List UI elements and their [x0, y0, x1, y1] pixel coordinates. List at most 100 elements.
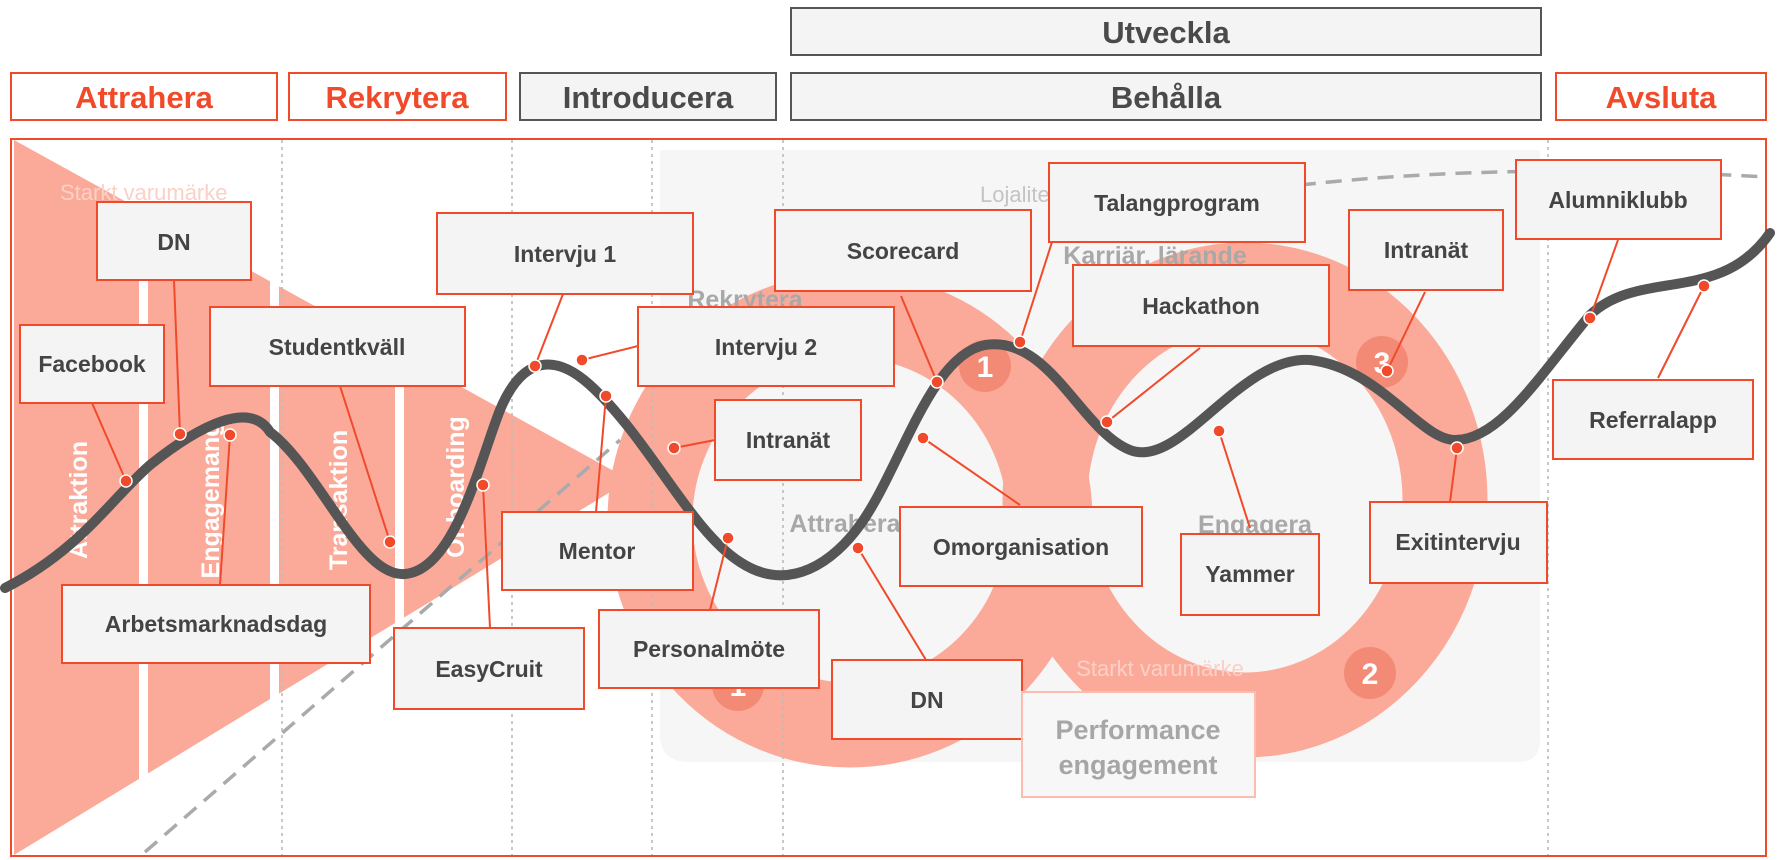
performance-engagement-box: Performance engagement [1021, 691, 1256, 798]
leader-mentor [595, 395, 607, 513]
leader-hackathon [1106, 347, 1201, 423]
performance-line2: engagement [1058, 750, 1217, 780]
dot-intervju2 [575, 353, 589, 367]
dot-omorganisation [916, 431, 930, 445]
dot-studentkvall [383, 535, 397, 549]
performance-line1: Performance [1055, 715, 1220, 745]
touchpoint-mentor: Mentor [501, 511, 694, 591]
phase-utveckla-box [790, 7, 1542, 56]
dot-intervju1 [528, 359, 542, 373]
curve-dots [119, 279, 1711, 555]
leader-talangprogram [1019, 241, 1053, 343]
leader-intranat1 [673, 439, 716, 449]
touchpoint-scorecard: Scorecard [774, 209, 1032, 292]
touchpoint-intervju1-label: Intervju 1 [514, 241, 616, 267]
touchpoint-dn-bottom-label: DN [910, 687, 943, 713]
phase-rekrytera-label: Rekrytera [325, 80, 469, 115]
touchpoint-intranat1-label: Intranät [746, 427, 831, 453]
dot-arbetsmarknadsdag [223, 428, 237, 442]
ring-label-attrahera: Attrahera [789, 510, 901, 538]
phase-avsluta-label: Avsluta [1606, 80, 1718, 115]
touchpoint-studentkvall: Studentkväll [209, 306, 466, 387]
dot-personalmote [721, 531, 735, 545]
funnel-divider-2 [270, 280, 279, 720]
touchpoint-omorganisation-label: Omorganisation [933, 534, 1109, 560]
leader-dn-top [173, 279, 181, 435]
phase-header: Utveckla Attrahera Rekrytera Introducera… [10, 7, 1767, 121]
dot-intranat1 [667, 441, 681, 455]
leader-exitintervju [1449, 447, 1458, 503]
funnel-divider-1 [139, 280, 148, 790]
touchpoint-intervju2-label: Intervju 2 [715, 334, 817, 360]
touchpoint-dn-top-label: DN [157, 229, 190, 255]
touchpoint-personalmote-label: Personalmöte [633, 636, 785, 662]
touchpoint-mentor-label: Mentor [559, 538, 636, 564]
touchpoint-intranat1: Intranät [714, 399, 862, 481]
touchpoint-talangprogram: Talangprogram [1048, 162, 1306, 243]
leader-personalmote [709, 537, 729, 611]
leader-alumniklubb [1589, 239, 1619, 319]
leader-yammer [1218, 430, 1251, 529]
dot-dn-top [173, 427, 187, 441]
touchpoint-exitintervju: Exitintervju [1369, 501, 1548, 584]
ghost-label-varumarke-bottom: Starkt varumärke [1076, 656, 1244, 681]
dot-facebook [119, 474, 133, 488]
touchpoint-intranat2-label: Intranät [1384, 237, 1469, 263]
dot-hackathon [1100, 415, 1114, 429]
touchpoint-easycruit-label: EasyCruit [435, 656, 543, 682]
ring-number-1: 1 [977, 351, 994, 384]
dot-scorecard [930, 375, 944, 389]
leader-dn-bottom [857, 547, 927, 661]
touchpoint-referralapp-label: Referralapp [1589, 407, 1717, 433]
funnel-label-engagemang: Engagemang [197, 422, 225, 579]
touchpoint-intervju2: Intervju 2 [637, 306, 895, 387]
touchpoint-dn-top: DN [96, 201, 252, 281]
phase-attrahera-box [10, 72, 278, 121]
dot-alumniklubb [1583, 311, 1597, 325]
leader-arbetsmarknadsdag [219, 434, 231, 586]
touchpoint-arbetsmarknadsdag-label: Arbetsmarknadsdag [105, 611, 327, 637]
phase-attrahera-label: Attrahera [75, 80, 214, 115]
dot-mentor [599, 389, 613, 403]
touchpoint-alumniklubb: Alumniklubb [1515, 159, 1722, 240]
ring-number-2: 2 [1362, 658, 1379, 691]
dot-referralapp [1697, 279, 1711, 293]
leader-referralapp [1657, 285, 1705, 379]
touchpoint-hackathon-label: Hackathon [1142, 293, 1260, 319]
dot-easycruit [476, 478, 490, 492]
touchpoint-scorecard-label: Scorecard [847, 238, 960, 264]
leader-intervju2 [581, 345, 639, 361]
ring-number-2-badge [1344, 647, 1396, 699]
touchpoint-dn-bottom: DN [831, 659, 1023, 740]
leader-studentkvall [339, 385, 391, 543]
leader-omorganisation [922, 437, 1021, 506]
funnel-divider-3 [395, 380, 404, 630]
touchpoint-boxes: DN Facebook Studentkväll Arbetsmarknadsd… [19, 159, 1754, 740]
leader-scorecard [900, 295, 938, 383]
phase-behalla-box [790, 72, 1542, 121]
dot-dn-bottom [851, 541, 865, 555]
dot-talangprogram [1013, 335, 1027, 349]
leader-easycruit [482, 484, 491, 629]
touchpoint-referralapp: Referralapp [1552, 379, 1754, 460]
touchpoint-yammer: Yammer [1180, 533, 1320, 616]
touchpoint-hackathon: Hackathon [1072, 264, 1330, 347]
phase-introducera-box [519, 72, 777, 121]
dot-exitintervju [1450, 441, 1464, 455]
touchpoint-facebook-label: Facebook [38, 351, 146, 377]
phase-avsluta-box [1555, 72, 1767, 121]
touchpoint-exitintervju-label: Exitintervju [1395, 529, 1520, 555]
touchpoint-talangprogram-label: Talangprogram [1094, 190, 1260, 216]
touchpoint-alumniklubb-label: Alumniklubb [1548, 187, 1687, 213]
phase-rekrytera-box [288, 72, 507, 121]
touchpoint-arbetsmarknadsdag: Arbetsmarknadsdag [61, 584, 371, 664]
ghost-label-varumarke-top: Starkt varumärke [60, 180, 228, 205]
phase-behalla-label: Behålla [1111, 80, 1222, 115]
journey-curve [0, 228, 1775, 593]
phase-introducera-label: Introducera [563, 80, 734, 115]
touchpoint-omorganisation: Omorganisation [899, 506, 1143, 587]
ghost-label-lojalitet: Lojalitet [980, 182, 1056, 207]
touchpoint-intranat2: Intranät [1348, 209, 1504, 291]
touchpoint-intervju1: Intervju 1 [436, 212, 694, 295]
